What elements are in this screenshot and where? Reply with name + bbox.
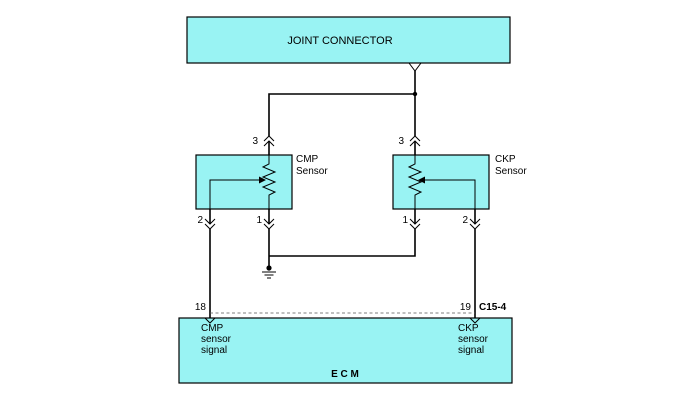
ckp-top-connector — [409, 135, 421, 155]
cmp-bottom-right-connector — [263, 209, 275, 230]
ckp-sensor-name-1: CKP — [495, 154, 516, 165]
ecm-ckp-signal-1: CKP — [458, 323, 479, 334]
ckp-wiper-line — [422, 179, 476, 216]
cmp-resistor-icon — [261, 155, 277, 209]
joint-connector-terminal — [408, 62, 422, 72]
ckp-sensor-box — [392, 154, 490, 210]
cmp-sensor-name-1: CMP — [296, 154, 319, 165]
ecm-cmp-signal-3: signal — [201, 345, 227, 356]
cmp-pin-right: 1 — [256, 215, 262, 226]
ckp-resistor-icon — [407, 155, 423, 209]
ecm-cmp-signal-1: CMP — [201, 323, 224, 334]
ecm-cmp-signal-2: sensor — [201, 334, 232, 345]
ecm-ckp-signal-2: sensor — [458, 334, 489, 345]
joint-connector-label: JOINT CONNECTOR — [287, 35, 392, 47]
ecm-pin-ckp: 19 — [460, 302, 472, 313]
ckp-bottom-right-connector — [469, 209, 481, 230]
wire-ckp-ground — [269, 229, 416, 257]
ckp-pin-top: 3 — [398, 136, 404, 147]
ecm-ckp-signal-3: signal — [458, 345, 484, 356]
splice-point — [412, 91, 418, 97]
ecm-connector-id: C15-4 — [479, 302, 507, 313]
ckp-wiper-arrow-icon — [418, 176, 425, 184]
ckp-sensor-name-2: Sensor — [495, 166, 527, 177]
wire-jc-cmp — [268, 93, 415, 136]
cmp-wiper-line — [209, 179, 262, 216]
ecm-pin-cmp: 18 — [195, 302, 207, 313]
cmp-sensor-name-2: Sensor — [296, 166, 328, 177]
cmp-wiper-arrow-icon — [259, 176, 266, 184]
ckp-bottom-left-connector — [409, 209, 421, 230]
ckp-pin-right: 2 — [462, 215, 468, 226]
cmp-pin-top: 3 — [252, 136, 258, 147]
cmp-pin-left: 2 — [197, 215, 203, 226]
joint-connector-box — [186, 16, 511, 64]
ecm-label: E C M — [331, 369, 359, 380]
ecm-terminal-18 — [204, 317, 216, 324]
ecm-box — [178, 317, 513, 384]
cmp-top-connector — [263, 135, 275, 155]
cmp-bottom-left-connector — [204, 209, 216, 230]
ckp-pin-left: 1 — [402, 215, 408, 226]
ecm-terminal-19 — [469, 317, 481, 324]
ground-icon — [262, 265, 276, 279]
